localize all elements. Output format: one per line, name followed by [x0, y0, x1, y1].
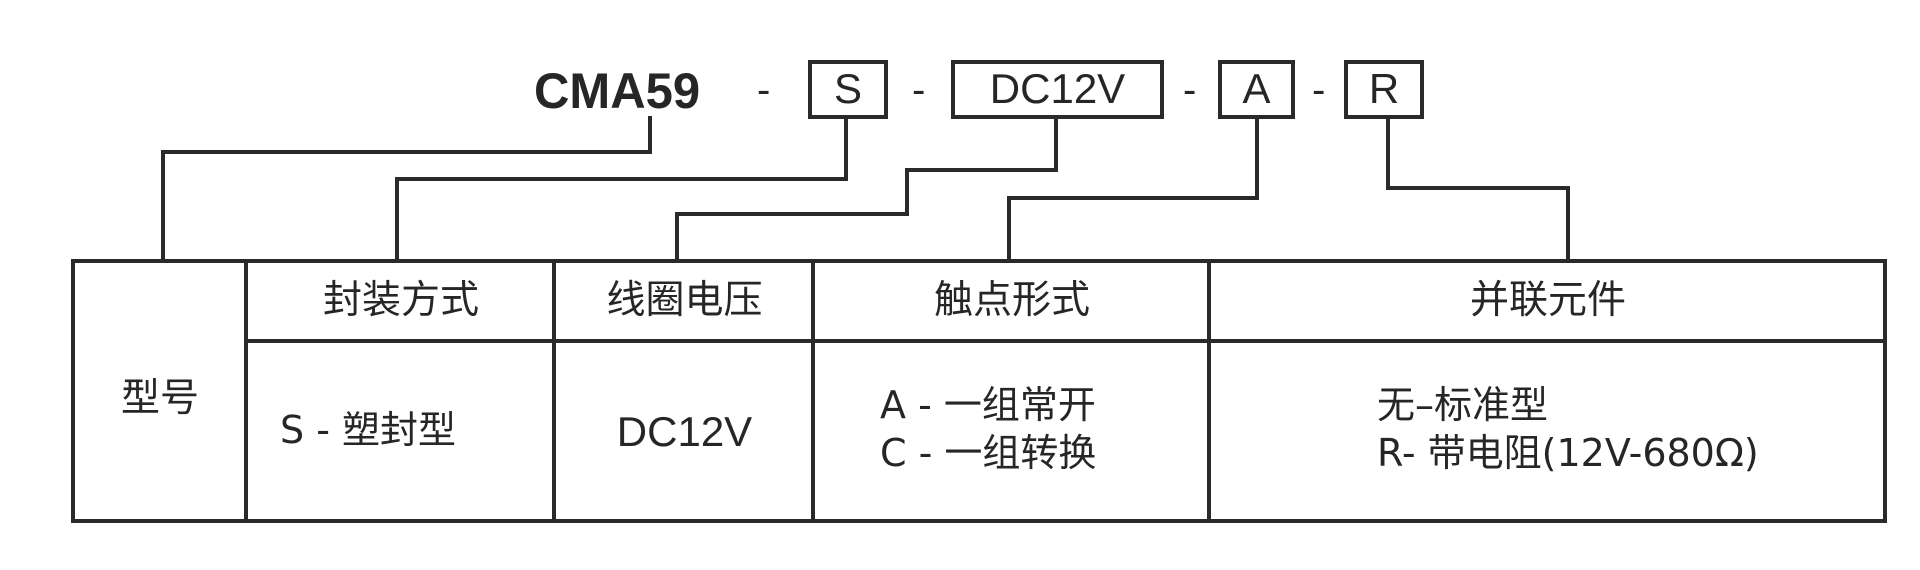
connector-package: [395, 115, 848, 263]
connector-contact-form: [1007, 115, 1259, 263]
code-box-package: S: [833, 65, 862, 112]
cell-parallel-option-r: R- 带电阻(12V-680Ω): [1377, 431, 1759, 475]
cell-coil-voltage-option: DC12V: [616, 408, 753, 455]
cell-parallel-option-none: 无–标准型: [1377, 383, 1549, 427]
table-frame: [71, 259, 1887, 523]
separator-dash: -: [1183, 68, 1197, 112]
connector-parallel-component: [1386, 115, 1570, 263]
separator-dash: -: [912, 68, 926, 112]
separator-dash: -: [757, 68, 771, 112]
column-header-contact-form: 触点形式: [933, 278, 1090, 323]
column-header-package: 封装方式: [322, 278, 479, 323]
column-header-coil-voltage: 线圈电压: [606, 278, 763, 323]
cell-contact-form-option-c: C - 一组转换: [880, 431, 1097, 475]
code-box-coil-voltage: DC12V: [989, 65, 1126, 112]
box-parallel-component-frame: [1344, 60, 1424, 119]
connector-model: [161, 116, 652, 263]
separator-dash: -: [1312, 68, 1326, 112]
cell-contact-form-option-a: A - 一组常开: [880, 383, 1096, 427]
column-header-parallel-component: 并联元件: [1469, 278, 1626, 323]
model-prefix: CMA59: [534, 63, 701, 119]
table-row-header: 型号: [120, 376, 199, 421]
cell-package-option: S - 塑封型: [280, 408, 456, 452]
code-box-contact-form: A: [1242, 65, 1271, 112]
code-box-parallel-component: R: [1368, 65, 1400, 112]
connector-coil-voltage: [675, 115, 1058, 263]
